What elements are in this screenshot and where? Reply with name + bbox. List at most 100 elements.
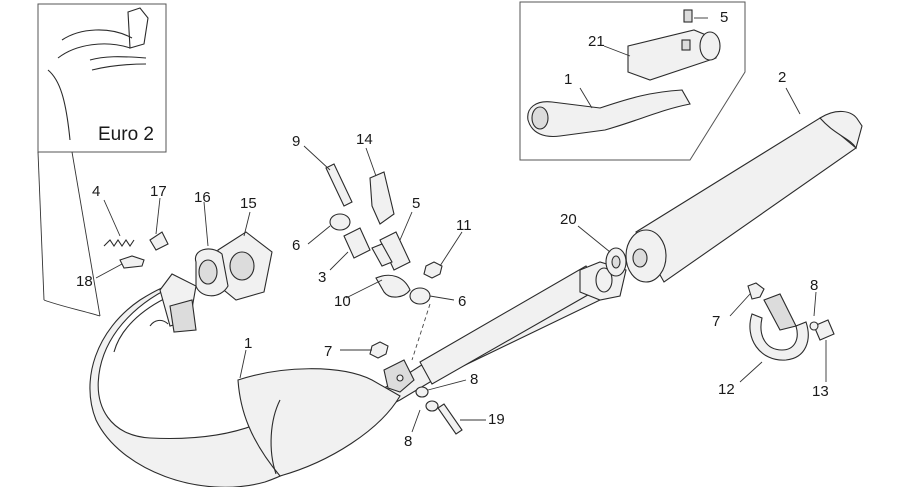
- alt-muffler-inset: [519, 1, 746, 161]
- leader-8-right: [813, 291, 817, 317]
- euro2-inset: Euro 2: [37, 3, 167, 153]
- callout-6-left: 6: [292, 237, 300, 254]
- leader-18: [95, 263, 123, 279]
- leader-3: [329, 251, 349, 271]
- leader-2: [785, 87, 801, 115]
- callout-21: 21: [588, 33, 605, 50]
- leader-5-main: [399, 211, 413, 241]
- callout-20: 20: [560, 211, 577, 228]
- lower-hardware: [369, 341, 463, 435]
- clamp-washer: [809, 321, 819, 331]
- clamp-band: [749, 313, 809, 361]
- link-pipe: [419, 265, 601, 385]
- mount-guideline: [411, 303, 431, 361]
- leader-15: [243, 211, 251, 237]
- leader-1-inset: [579, 87, 593, 109]
- clamp-lug: [763, 293, 797, 331]
- callout-16: 16: [194, 189, 211, 206]
- euro2-pipe-b: [57, 43, 131, 59]
- euro2-inset-connector-b: [71, 151, 101, 317]
- leader-12: [739, 361, 763, 383]
- callout-9: 9: [292, 133, 300, 150]
- exhaust-spring: [103, 239, 135, 247]
- leader-8-bottom: [411, 409, 421, 433]
- lower-washer-a: [415, 386, 429, 398]
- mount-bolt: [325, 163, 353, 207]
- muffler-clamp: [747, 282, 835, 361]
- outlet-flange-ring: [595, 267, 613, 293]
- leader-20: [577, 225, 611, 253]
- damper-bush: [375, 274, 411, 298]
- header-mount-hole: [396, 374, 404, 382]
- expansion-chamber-seam: [270, 399, 281, 475]
- euro2-pipe-e: [47, 69, 71, 141]
- manifold-screw: [119, 255, 145, 269]
- callout-7-left: 7: [324, 343, 332, 360]
- lower-nut: [369, 341, 389, 359]
- leader-6-left: [307, 225, 331, 245]
- muffler: [625, 110, 863, 283]
- euro2-inset-frame: [37, 3, 167, 153]
- alt-muffler-pipe: [527, 89, 691, 138]
- alt-bracket: [681, 39, 691, 51]
- callout-18: 18: [76, 273, 93, 290]
- mount-spacer: [371, 243, 393, 267]
- callout-10: 10: [334, 293, 351, 310]
- lower-washer-b: [425, 400, 439, 412]
- callout-5-inset: 5: [720, 9, 728, 26]
- leader-7-right: [729, 293, 751, 317]
- euro2-pipe-c: [89, 56, 147, 61]
- leader-21: [603, 45, 631, 57]
- leader-9: [303, 145, 331, 171]
- euro2-pipe-d: [91, 63, 147, 71]
- alt-muffler-can-end: [699, 31, 721, 61]
- euro2-inset-connector-c: [43, 299, 101, 317]
- alt-muffler-inset-frame: [519, 1, 746, 161]
- lower-bolt: [437, 403, 463, 435]
- alt-muffler-pipe-end: [531, 106, 549, 130]
- euro2-inset-connector-a: [37, 151, 45, 301]
- callout-8-right: 8: [810, 277, 818, 294]
- euro2-pipe-a: [61, 29, 133, 41]
- upper-washer: [329, 213, 351, 231]
- manifold-flange-bore: [229, 251, 255, 281]
- muffler-body: [635, 117, 857, 283]
- mount-hardware: [325, 163, 443, 361]
- leader-lines: [95, 17, 827, 433]
- header-pipe-highlight: [113, 295, 171, 353]
- rubber-damper: [343, 227, 371, 259]
- mount-bracket: [369, 171, 395, 225]
- leader-17: [155, 197, 161, 235]
- callout-11: 11: [456, 217, 472, 234]
- spring-bracket: [149, 231, 169, 251]
- leader-1-main: [239, 349, 247, 379]
- expansion-chamber: [237, 368, 401, 477]
- mount-nut: [423, 261, 443, 279]
- header-pipe: [89, 273, 602, 487]
- clamp-bolt-head: [813, 319, 835, 341]
- callout-4: 4: [92, 183, 100, 200]
- muffler-outlet-cap: [819, 110, 863, 150]
- leader-8-top: [427, 379, 467, 391]
- callout-15: 15: [240, 195, 257, 212]
- callout-5-main: 5: [412, 195, 420, 212]
- leader-16: [203, 201, 209, 247]
- leader-6-right: [429, 295, 455, 301]
- header-inlet-bracket: [169, 299, 197, 333]
- callout-14: 14: [356, 131, 373, 148]
- callout-1-inset: 1: [564, 71, 572, 88]
- manifold-sleeve-bore: [198, 259, 218, 285]
- euro2-catalyst-sleeve: [127, 7, 149, 49]
- callout-17: 17: [150, 183, 167, 200]
- callout-8-bottom: 8: [404, 433, 412, 450]
- clamp-nut: [747, 282, 765, 300]
- alt-clip: [683, 9, 693, 23]
- callout-12: 12: [718, 381, 735, 398]
- callout-13: 13: [812, 383, 829, 400]
- lower-washer: [409, 287, 431, 305]
- leader-4: [103, 199, 121, 237]
- callout-6-right: 6: [458, 293, 466, 310]
- leader-14: [365, 147, 377, 177]
